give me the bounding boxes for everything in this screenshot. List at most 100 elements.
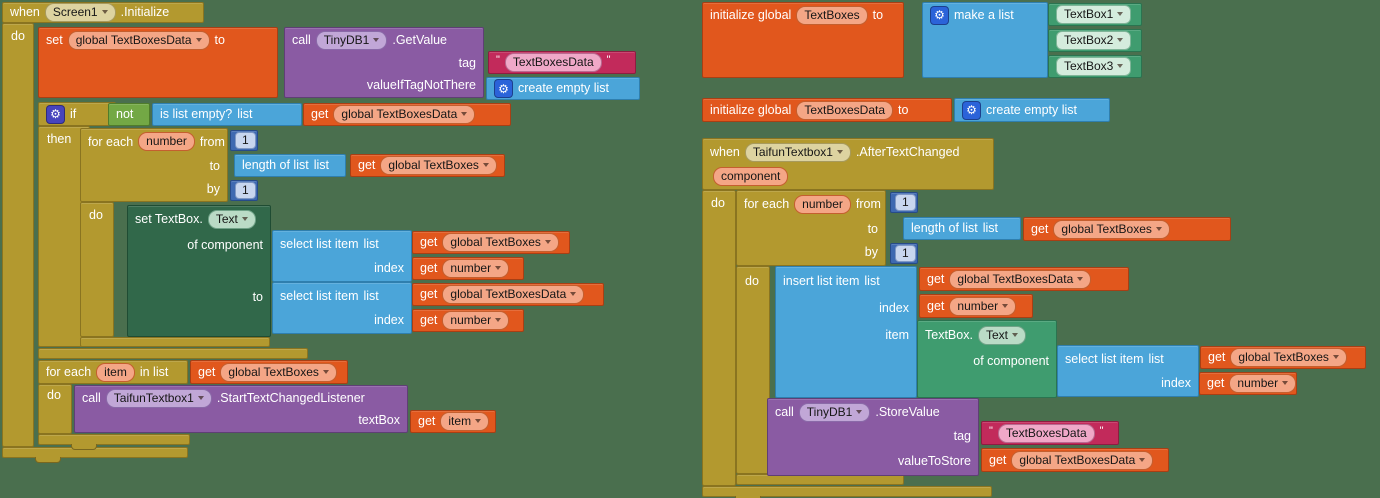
get-variable-dropdown[interactable]: global TextBoxes bbox=[380, 156, 497, 175]
mutator-gear-icon[interactable]: ⚙ bbox=[962, 100, 981, 120]
get-variable-dropdown[interactable]: global TextBoxes bbox=[1053, 219, 1170, 239]
get-variable-dropdown[interactable]: number bbox=[442, 259, 510, 278]
block-set-textbox-text[interactable]: set TextBox. Text of component to bbox=[127, 205, 271, 337]
get-variable-dropdown[interactable]: global TextBoxesData bbox=[949, 269, 1092, 289]
property-dropdown[interactable]: Text bbox=[207, 210, 256, 229]
number-field[interactable]: 1 bbox=[235, 182, 256, 199]
block-get-number-4[interactable]: get number bbox=[1199, 372, 1297, 395]
block-init-global-textboxesdata[interactable]: initialize global TextBoxesData to bbox=[702, 98, 952, 122]
block-for-each-number-left-do-spine[interactable]: do bbox=[80, 202, 114, 337]
get-variable-dropdown[interactable]: global TextBoxes bbox=[442, 233, 559, 252]
block-set-global-textboxesdata[interactable]: set global TextBoxesData to bbox=[38, 27, 278, 98]
number-field[interactable]: 1 bbox=[895, 194, 916, 211]
block-component-textbox1[interactable]: TextBox1 bbox=[1048, 3, 1142, 26]
block-get-number-1[interactable]: get number bbox=[412, 257, 524, 280]
block-when-aftertextchanged-bottom[interactable] bbox=[702, 486, 992, 498]
block-make-a-list[interactable]: ⚙ make a list bbox=[922, 2, 1048, 78]
block-when-aftertextchanged-do-spine[interactable]: do bbox=[702, 190, 736, 486]
block-number-1[interactable]: 1 bbox=[230, 180, 258, 201]
block-textbox-text-getter[interactable]: TextBox. Text of component bbox=[917, 320, 1057, 398]
block-text-string-tag-2[interactable]: " TextBoxesData " bbox=[981, 421, 1119, 445]
block-if-bottom[interactable] bbox=[38, 348, 308, 359]
get-variable-dropdown[interactable]: global TextBoxesData bbox=[442, 285, 585, 304]
number-field[interactable]: 1 bbox=[895, 245, 916, 262]
set-variable-dropdown[interactable]: global TextBoxesData bbox=[67, 30, 210, 50]
component-dropdown[interactable]: TextBox1 bbox=[1056, 5, 1132, 24]
get-variable-dropdown[interactable]: number bbox=[949, 296, 1017, 316]
list-socket-label: list bbox=[237, 107, 253, 122]
block-get-global-textboxes-1[interactable]: get global TextBoxes bbox=[350, 154, 505, 177]
block-text-string-tag[interactable]: " TextBoxesData " bbox=[488, 51, 636, 74]
block-get-global-textboxes-5[interactable]: get global TextBoxes bbox=[1200, 346, 1366, 369]
block-call-tinydb1-getvalue[interactable]: call TinyDB1 .GetValue tag valueIfTagNot… bbox=[284, 27, 484, 98]
mutator-gear-icon[interactable]: ⚙ bbox=[46, 104, 65, 124]
get-variable-dropdown[interactable]: number bbox=[442, 311, 510, 330]
loop-var-number[interactable]: number bbox=[794, 194, 851, 214]
get-variable-dropdown[interactable]: item bbox=[440, 412, 490, 431]
block-number-1[interactable]: 1 bbox=[890, 243, 918, 264]
get-variable-dropdown[interactable]: global TextBoxes bbox=[1230, 348, 1347, 367]
block-component-textbox2[interactable]: TextBox2 bbox=[1048, 29, 1142, 52]
block-get-number-2[interactable]: get number bbox=[412, 309, 524, 332]
block-get-number-3[interactable]: get number bbox=[919, 294, 1033, 318]
block-number-1[interactable]: 1 bbox=[230, 130, 258, 151]
block-component-textbox3[interactable]: TextBox3 bbox=[1048, 55, 1142, 78]
event-param-component[interactable]: component bbox=[713, 166, 789, 186]
block-create-empty-list-1[interactable]: ⚙ create empty list bbox=[486, 77, 640, 100]
block-get-global-textboxesdata-3[interactable]: get global TextBoxesData bbox=[919, 267, 1129, 291]
block-call-tinydb1-storevalue[interactable]: call TinyDB1 .StoreValue tag valueToStor… bbox=[767, 398, 979, 476]
text-string-field[interactable]: TextBoxesData bbox=[504, 53, 602, 72]
block-create-empty-list-2[interactable]: ⚙ create empty list bbox=[954, 98, 1110, 122]
block-for-each-item[interactable]: for each item in list bbox=[38, 360, 188, 384]
loop-var-number[interactable]: number bbox=[138, 132, 195, 152]
text-string-field[interactable]: TextBoxesData bbox=[997, 423, 1095, 443]
block-for-each-number-right-do-spine[interactable]: do bbox=[736, 266, 770, 474]
mutator-gear-icon[interactable]: ⚙ bbox=[930, 5, 949, 25]
block-for-each-item-do-spine[interactable]: do bbox=[38, 384, 72, 434]
mutator-gear-icon[interactable]: ⚙ bbox=[494, 79, 513, 98]
block-length-of-list-left[interactable]: length of list list bbox=[234, 154, 346, 177]
block-length-of-list-right[interactable]: length of list list bbox=[903, 217, 1021, 240]
block-not[interactable]: not bbox=[108, 103, 150, 126]
variable-name-field[interactable]: TextBoxes bbox=[796, 5, 868, 25]
component-dropdown[interactable]: TextBox2 bbox=[1056, 31, 1132, 50]
block-get-global-textboxes-2[interactable]: get global TextBoxes bbox=[412, 231, 570, 254]
block-for-each-number-left-bottom[interactable] bbox=[80, 337, 270, 347]
loop-var-item[interactable]: item bbox=[96, 362, 135, 382]
block-get-item[interactable]: get item bbox=[410, 410, 496, 433]
block-for-each-item-bottom[interactable] bbox=[38, 434, 190, 450]
property-dropdown[interactable]: Text bbox=[977, 325, 1026, 345]
block-when-screen1[interactable]: when Screen1 .Initialize bbox=[2, 2, 204, 23]
screen1-dropdown[interactable]: Screen1 bbox=[44, 3, 116, 22]
component-dropdown[interactable]: TextBox3 bbox=[1056, 57, 1132, 76]
block-get-global-textboxesdata-4[interactable]: get global TextBoxesData bbox=[981, 448, 1169, 472]
block-when-aftertextchanged[interactable]: when TaifunTextbox1 .AfterTextChanged co… bbox=[702, 138, 994, 190]
get-variable-dropdown[interactable]: global TextBoxesData bbox=[1011, 450, 1154, 470]
variable-name-field[interactable]: TextBoxesData bbox=[796, 100, 894, 120]
block-when-screen1-do-spine[interactable]: do bbox=[2, 23, 34, 447]
get-variable-dropdown[interactable]: global TextBoxes bbox=[220, 362, 337, 382]
block-if[interactable]: ⚙ if bbox=[38, 102, 116, 126]
block-number-1[interactable]: 1 bbox=[890, 192, 918, 213]
tinydb1-dropdown[interactable]: TinyDB1 bbox=[315, 30, 388, 50]
block-get-global-textboxes-3[interactable]: get global TextBoxes bbox=[190, 360, 348, 384]
tinydb1-dropdown[interactable]: TinyDB1 bbox=[798, 402, 871, 422]
block-get-global-textboxesdata-2[interactable]: get global TextBoxesData bbox=[412, 283, 604, 306]
block-for-each-number-right[interactable]: for each number from to by bbox=[736, 190, 886, 266]
taifuntextbox1-dropdown[interactable]: TaifunTextbox1 bbox=[105, 388, 212, 408]
block-get-global-textboxesdata-1[interactable]: get global TextBoxesData bbox=[303, 103, 511, 126]
block-for-each-number-left[interactable]: for each number from to by bbox=[80, 128, 228, 202]
block-init-global-textboxes[interactable]: initialize global TextBoxes to bbox=[702, 2, 904, 78]
block-call-start-listener[interactable]: call TaifunTextbox1 .StartTextChangedLis… bbox=[74, 385, 408, 433]
get-variable-dropdown[interactable]: number bbox=[1229, 374, 1297, 393]
taifuntextbox1-dropdown[interactable]: TaifunTextbox1 bbox=[744, 142, 851, 162]
number-field[interactable]: 1 bbox=[235, 132, 256, 149]
get-variable-dropdown[interactable]: global TextBoxesData bbox=[333, 105, 476, 124]
block-get-global-textboxes-4[interactable]: get global TextBoxes bbox=[1023, 217, 1231, 241]
block-is-list-empty[interactable]: is list empty? list bbox=[152, 103, 302, 126]
